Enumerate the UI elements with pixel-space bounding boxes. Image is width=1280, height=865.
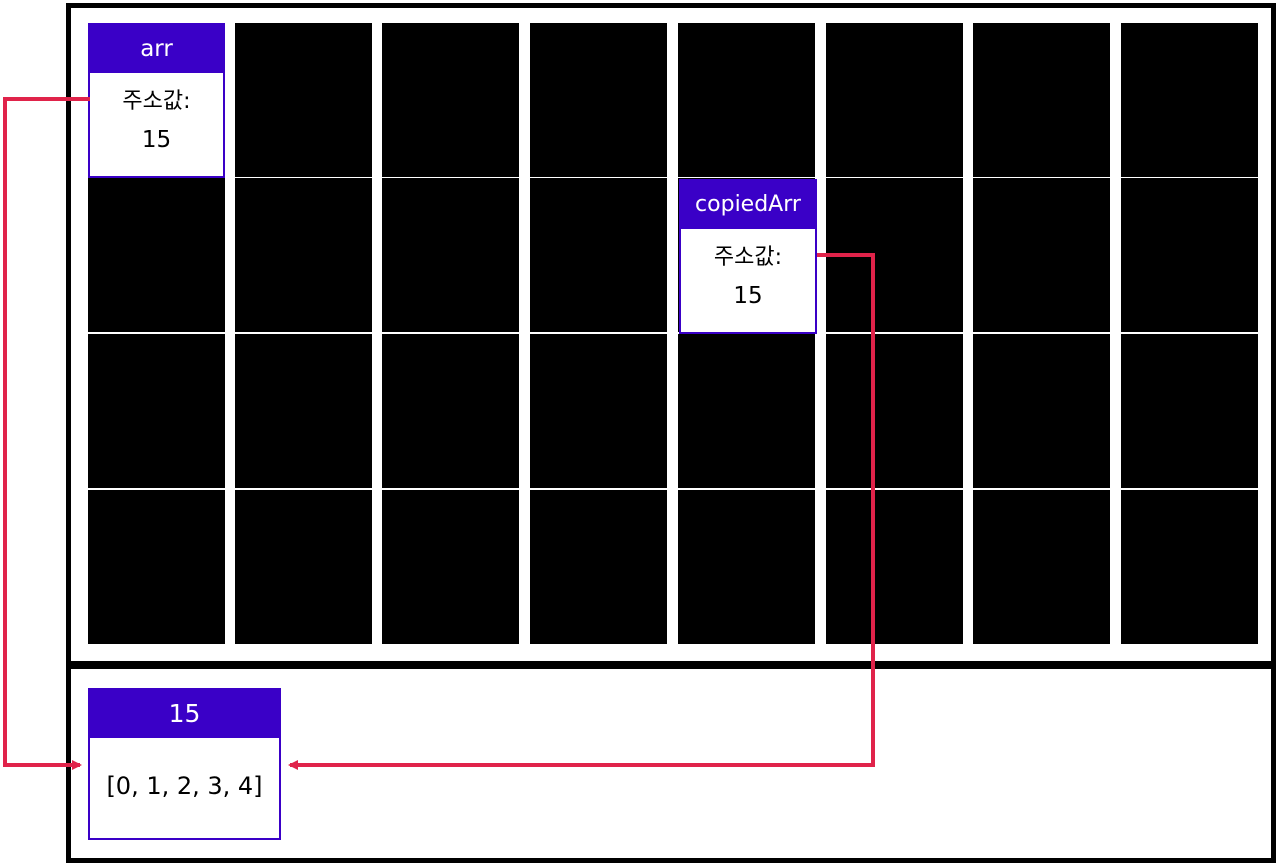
memory-cell [235, 334, 372, 488]
memory-cell [382, 490, 519, 644]
memory-cell [678, 490, 815, 644]
memory-cell [530, 490, 667, 644]
arr-reference-arrow [3, 97, 90, 770]
variable-copiedarr-name: copiedArr [681, 181, 815, 229]
memory-cell [678, 334, 815, 488]
memory-cell [973, 334, 1110, 488]
memory-cell [88, 490, 225, 644]
heap-object-box: 15 [0, 1, 2, 3, 4] [88, 688, 281, 840]
memory-cell [826, 334, 963, 488]
variable-arr-body: 주소값: 15 [90, 89, 223, 153]
variable-arr-address-label: 주소값: [122, 89, 191, 114]
heap-object-content: [0, 1, 2, 3, 4] [106, 772, 263, 800]
variable-copiedarr-body: 주소값: 15 [681, 245, 815, 309]
memory-cell [88, 334, 225, 488]
memory-cell [826, 23, 963, 177]
memory-cell [826, 490, 963, 644]
memory-cell [1121, 23, 1258, 177]
heap-object-address: 15 [90, 690, 279, 738]
memory-cell [1121, 490, 1258, 644]
memory-cell [235, 490, 372, 644]
variable-copiedarr-address-value: 15 [733, 283, 763, 309]
variable-arr-box: arr 주소값: 15 [88, 23, 225, 178]
memory-cell [973, 178, 1110, 332]
memory-cell [1121, 334, 1258, 488]
memory-cell [235, 178, 372, 332]
memory-cell [382, 23, 519, 177]
copiedarr-reference-arrow [288, 253, 875, 770]
memory-cell [382, 334, 519, 488]
variable-copiedarr-address-label: 주소값: [713, 245, 783, 270]
memory-cell [678, 23, 815, 177]
memory-cell [235, 23, 372, 177]
variable-arr-name: arr [90, 25, 223, 73]
memory-cell [973, 490, 1110, 644]
variable-arr-address-value: 15 [141, 127, 172, 153]
memory-cell [530, 178, 667, 332]
memory-cell [1121, 178, 1258, 332]
memory-cell [530, 23, 667, 177]
variable-copiedarr-box: copiedArr 주소값: 15 [679, 179, 817, 334]
memory-cell [530, 334, 667, 488]
memory-cell [973, 23, 1110, 177]
memory-cell [88, 178, 225, 332]
memory-cell [382, 178, 519, 332]
